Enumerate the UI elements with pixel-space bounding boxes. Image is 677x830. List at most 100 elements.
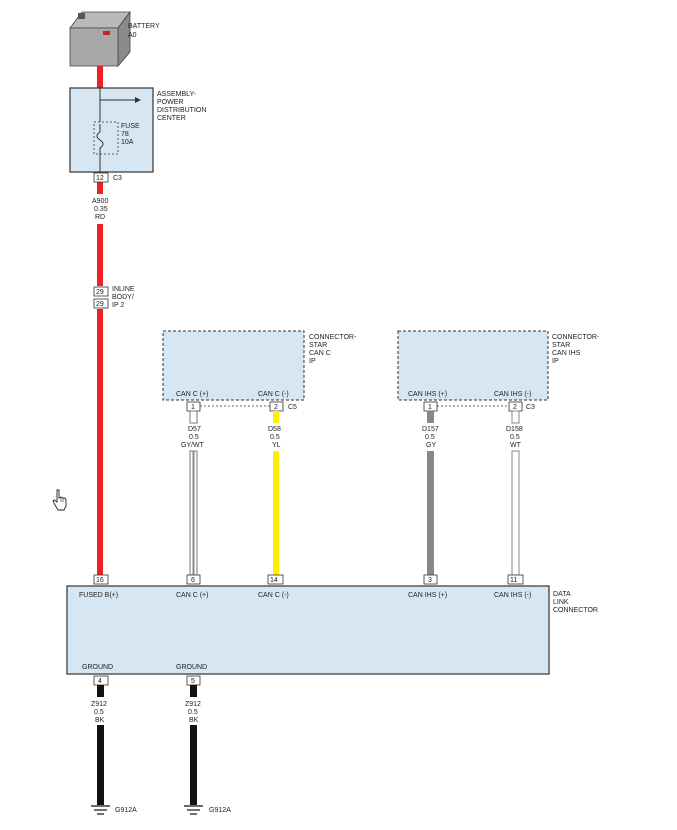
ground-wire-2 <box>190 725 197 805</box>
star-can-c-pin2-label: CAN C (-) <box>258 391 289 398</box>
ground-wire-1-stub <box>97 685 104 697</box>
dlc-pin-16 <box>93 574 109 585</box>
wire-red-bottom <box>97 309 103 575</box>
wire-d58-stub <box>273 411 279 423</box>
wire-d58-gauge: 0.5 <box>270 434 280 441</box>
wire-d157-gauge: 0.5 <box>425 434 435 441</box>
dlc-pin-3-num: 3 <box>428 577 432 584</box>
star-can-c-connector: C5 <box>288 404 297 411</box>
wire-main-gauge: 0.35 <box>94 206 108 213</box>
wire-d58-color: YL <box>272 442 281 449</box>
pdc-name-2: POWER <box>157 99 183 106</box>
wire-d157 <box>427 451 434 575</box>
star-can-c-name-4: IP <box>309 358 316 365</box>
inline-label-1: INLINE <box>112 286 135 293</box>
star-can-ihs-pin1-num: 1 <box>428 404 432 411</box>
wire-d57-stub <box>189 410 198 424</box>
wire-d58 <box>273 451 279 575</box>
fuse-rating: 10A <box>121 139 134 146</box>
inline-label-3: IP 2 <box>112 302 124 309</box>
dlc-pin-6-label: CAN C (+) <box>176 592 208 599</box>
dlc-pin-6-num: 6 <box>191 577 195 584</box>
wire-red-mid <box>97 224 103 286</box>
star-can-c-name-1: CONNECTOR- <box>309 334 357 341</box>
wire-d158 <box>511 450 520 576</box>
star-can-ihs-pin1-label: CAN IHS (+) <box>408 391 447 398</box>
star-can-ihs-name-4: IP <box>552 358 559 365</box>
wire-d158-gauge: 0.5 <box>510 434 520 441</box>
battery-icon <box>69 10 131 68</box>
fuse-icon <box>96 124 104 172</box>
wire-d57-circuit: D57 <box>188 426 201 433</box>
dlc-name-2: LINK <box>553 599 569 606</box>
ground-wire-1-gauge: 0.5 <box>94 709 104 716</box>
dlc-ground-1-label: GROUND <box>82 664 113 671</box>
star-can-c-pin2-num: 2 <box>274 404 278 411</box>
ground-wire-2-gauge: 0.5 <box>188 709 198 716</box>
wire-red-top <box>97 66 103 88</box>
wire-d58-circuit: D58 <box>268 426 281 433</box>
star-can-c-name-2: STAR <box>309 342 327 349</box>
ground-2-label: G912A <box>209 807 231 814</box>
inline-pin-bottom-num: 29 <box>96 301 104 308</box>
fuse-number: 78 <box>121 131 129 138</box>
wire-d158-color: WT <box>510 442 522 449</box>
star-can-ihs-name-3: CAN IHS <box>552 350 581 357</box>
wire-red-seg <box>97 182 103 194</box>
battery-id: A0 <box>128 32 137 39</box>
power-distribution-center <box>69 87 154 173</box>
dlc-pin-14 <box>267 574 284 585</box>
dlc-pin-14-num: 14 <box>270 577 278 584</box>
dlc-pin-6 <box>186 574 201 585</box>
star-can-ihs-pin2-label: CAN IHS (-) <box>494 391 531 398</box>
data-link-connector <box>66 585 550 675</box>
ground-icon <box>184 805 203 815</box>
ground-wire-1-color: BK <box>95 717 105 724</box>
connector-star-can-c <box>162 330 305 401</box>
pdc-name-1: ASSEMBLY- <box>157 91 197 98</box>
star-can-c-pin1-num: 1 <box>191 404 195 411</box>
dlc-pin-16-label: FUSED B(+) <box>79 592 118 599</box>
dlc-pin-14-label: CAN C (-) <box>258 592 289 599</box>
battery-name: BATTERY <box>128 23 160 30</box>
dlc-ground-2-label: GROUND <box>176 664 207 671</box>
wire-d157-stub <box>427 411 434 423</box>
ground-1-label: G912A <box>115 807 137 814</box>
dlc-name-1: DATA <box>553 591 571 598</box>
star-can-ihs-connector: C3 <box>526 404 535 411</box>
dlc-name-3: CONNECTOR <box>553 607 598 614</box>
ground-icon <box>91 805 110 815</box>
dlc-pin-4-num: 4 <box>98 678 102 685</box>
pdc-name-4: CENTER <box>157 115 186 122</box>
dlc-pin-3-label: CAN IHS (+) <box>408 592 447 599</box>
star-can-ihs-pin2-num: 2 <box>513 404 517 411</box>
wire-main-circuit: A900 <box>92 198 108 205</box>
dlc-pin-11 <box>507 574 524 585</box>
star-can-ihs-name-1: CONNECTOR- <box>552 334 600 341</box>
hand-pointer-icon <box>52 489 67 511</box>
ground-wire-2-color: BK <box>189 717 199 724</box>
star-can-c-pin1-label: CAN C (+) <box>176 391 208 398</box>
inline-label-2: BODY/ <box>112 294 134 301</box>
inline-pin-bottom <box>93 298 109 309</box>
wire-main-color: RD <box>95 214 105 221</box>
ground-wire-1 <box>97 725 104 805</box>
ground-wire-1-circuit: Z912 <box>91 701 107 708</box>
ground-wire-2-circuit: Z912 <box>185 701 201 708</box>
star-can-c-name-3: CAN C <box>309 350 331 357</box>
pdc-name-3: DISTRIBUTION <box>157 107 206 114</box>
pdc-pin-num: 12 <box>96 175 104 182</box>
pdc-connector: C3 <box>113 175 122 182</box>
wire-d57-color: GY/WT <box>181 442 205 449</box>
ground-wire-2-stub <box>190 685 197 697</box>
dlc-pin-3 <box>423 574 438 585</box>
connector-star-can-ihs <box>397 330 549 401</box>
wire-d158-circuit: D158 <box>506 426 523 433</box>
dlc-pin-11-label: CAN IHS (-) <box>494 592 531 599</box>
wire-d57-gauge: 0.5 <box>189 434 199 441</box>
wire-d158-stub <box>511 410 520 424</box>
wire-d157-circuit: D157 <box>422 426 439 433</box>
pdc-pin <box>93 172 109 183</box>
fuse-outline <box>93 121 119 155</box>
